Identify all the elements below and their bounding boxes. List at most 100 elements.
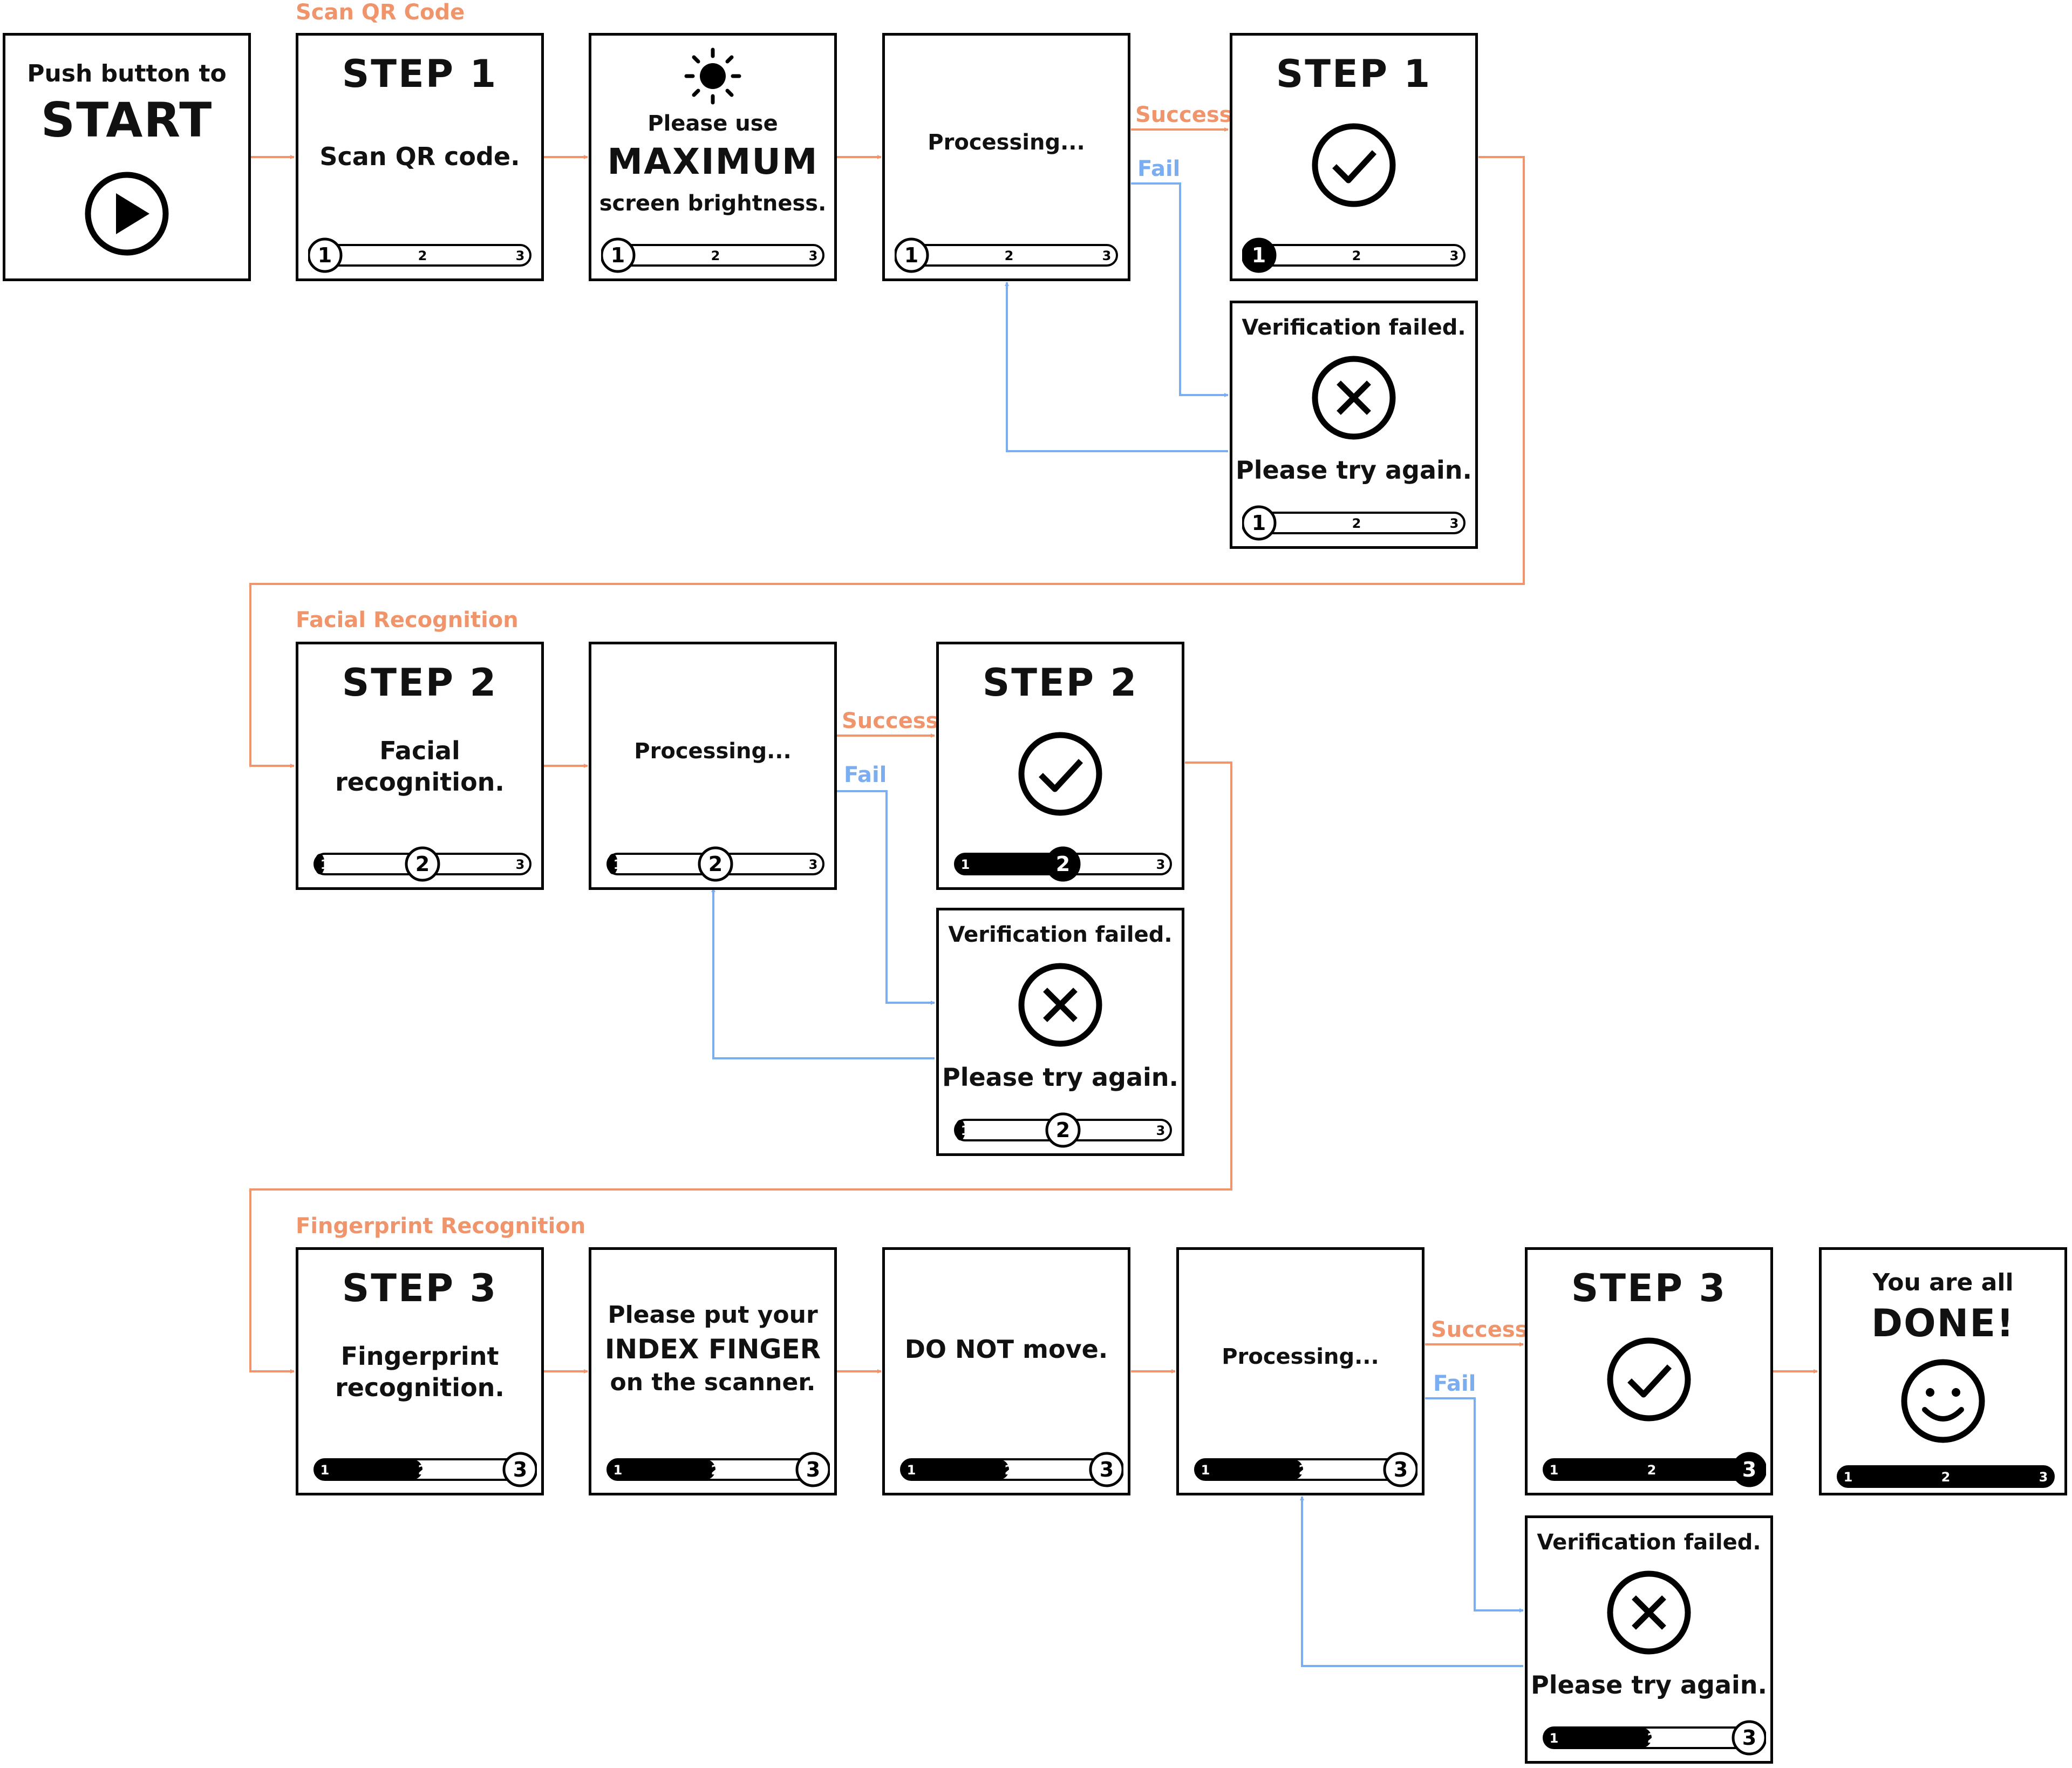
step-title: STEP 2 <box>982 661 1139 705</box>
progress-step-1-label: 1 <box>614 857 623 872</box>
progress-step-1-label: 1 <box>961 1123 970 1138</box>
section-label-scan-qr: Scan QR Code <box>296 0 465 25</box>
progress-step-3-label: 3 <box>513 1458 527 1481</box>
progress-step-1-marker <box>1242 237 1277 273</box>
check-icon <box>1018 732 1102 816</box>
success-label: Success <box>1431 1317 1528 1342</box>
progress-step-2-marker <box>1045 846 1081 882</box>
progress-step-2-label: 2 <box>1941 1470 1951 1485</box>
step-title: STEP 3 <box>1571 1266 1727 1310</box>
brightness-line-3: screen brightness. <box>599 191 827 216</box>
progress-step-1-label: 1 <box>614 1463 623 1478</box>
progress-indicator: 1 2 3 <box>900 1452 1123 1487</box>
progress-step-3-label: 3 <box>1100 1458 1114 1481</box>
step-title: STEP 3 <box>342 1266 498 1310</box>
progress-step-1-label: 1 <box>1550 1731 1559 1746</box>
step-title: STEP 1 <box>342 52 498 96</box>
fail-label: Fail <box>1137 157 1181 181</box>
progress-step-2-label: 2 <box>1647 1731 1657 1746</box>
progress-step-2-label: 2 <box>1352 516 1361 531</box>
arrow-step2-to-step3 <box>249 761 1232 1373</box>
progress-step-2-label: 2 <box>418 1463 427 1478</box>
start-label: START <box>40 92 213 148</box>
screen-step3-finger: Please put your INDEX FINGER on the scan… <box>589 1247 837 1495</box>
progress-step-2-label: 2 <box>415 852 430 876</box>
arrow-processing-to-step2-failed <box>837 790 935 1005</box>
progress-indicator: 1 2 3 <box>606 1452 830 1487</box>
section-label-fingerprint-recognition: Fingerprint Recognition <box>296 1214 586 1239</box>
failed-title: Verification failed. <box>1242 315 1466 340</box>
progress-step-3-label: 3 <box>1742 1726 1756 1750</box>
progress-step-1-label: 1 <box>961 857 970 872</box>
step-instruction-line-2: recognition. <box>335 767 505 797</box>
play-icon[interactable] <box>84 171 170 257</box>
progress-step-3-label: 3 <box>2039 1470 2048 1485</box>
progress-step-2-label: 2 <box>1647 1463 1657 1478</box>
progress-indicator: 1 2 3 <box>308 237 531 273</box>
progress-step-1-label: 1 <box>318 243 332 267</box>
sun-icon <box>684 47 741 105</box>
brightness-line-1: Please use <box>648 111 778 136</box>
progress-step-2-label: 2 <box>418 248 427 263</box>
progress-step-2-label: 2 <box>1005 1463 1014 1478</box>
cross-icon <box>1312 356 1396 440</box>
retry-text: Please try again. <box>1531 1670 1767 1699</box>
progress-step-1-label: 1 <box>1252 511 1266 535</box>
progress-step-1-label: 1 <box>907 1463 916 1478</box>
section-label-facial-recognition: Facial Recognition <box>296 608 519 633</box>
arrow-step1-failed-back <box>1005 282 1228 452</box>
progress-step-3-label: 3 <box>809 248 818 263</box>
progress-step-3-marker <box>1383 1452 1417 1487</box>
screen-step1-failed: Verification failed. Please try again. 1… <box>1230 301 1478 549</box>
processing-text: Processing... <box>634 739 792 764</box>
arrow-step2-failed-back <box>711 888 935 1059</box>
progress-step-1-label: 1 <box>1252 243 1266 267</box>
arrow-step3-failed-back <box>1300 1496 1523 1667</box>
failed-title: Verification failed. <box>948 922 1173 947</box>
progress-step-3-label: 3 <box>516 248 525 263</box>
progress-step-1-marker <box>1242 505 1277 541</box>
progress-step-2-label: 2 <box>711 248 720 263</box>
arrow-processing-to-step1-failed <box>1131 182 1229 397</box>
finger-line-1: Please put your <box>608 1301 818 1329</box>
success-label: Success <box>842 709 939 733</box>
progress-step-3-label: 3 <box>1394 1458 1408 1481</box>
progress-step-3-marker <box>502 1452 537 1487</box>
step-instruction-line-1: Fingerprint <box>340 1342 499 1371</box>
fail-label: Fail <box>844 763 887 787</box>
progress-step-2-label: 2 <box>1056 1118 1070 1142</box>
screen-step2-failed: Verification failed. Please try again. 1… <box>936 908 1184 1156</box>
progress-step-1-label: 1 <box>321 857 330 872</box>
progress-step-2-label: 2 <box>1352 248 1361 263</box>
progress-step-1-marker <box>895 237 929 273</box>
progress-step-3-label: 3 <box>806 1458 820 1481</box>
arrow-step1-to-step2 <box>249 156 1525 768</box>
step-title: STEP 2 <box>342 661 498 705</box>
progress-step-1-label: 1 <box>321 1463 330 1478</box>
progress-step-3-label: 3 <box>1156 1123 1166 1138</box>
progress-step-3-marker <box>795 1452 830 1487</box>
check-icon <box>1607 1337 1691 1422</box>
arrow-processing-to-step3-failed <box>1425 1397 1524 1613</box>
progress-step-2-label: 2 <box>1056 852 1070 876</box>
progress-step-2-label: 2 <box>711 1463 720 1478</box>
cross-icon <box>1607 1570 1691 1655</box>
